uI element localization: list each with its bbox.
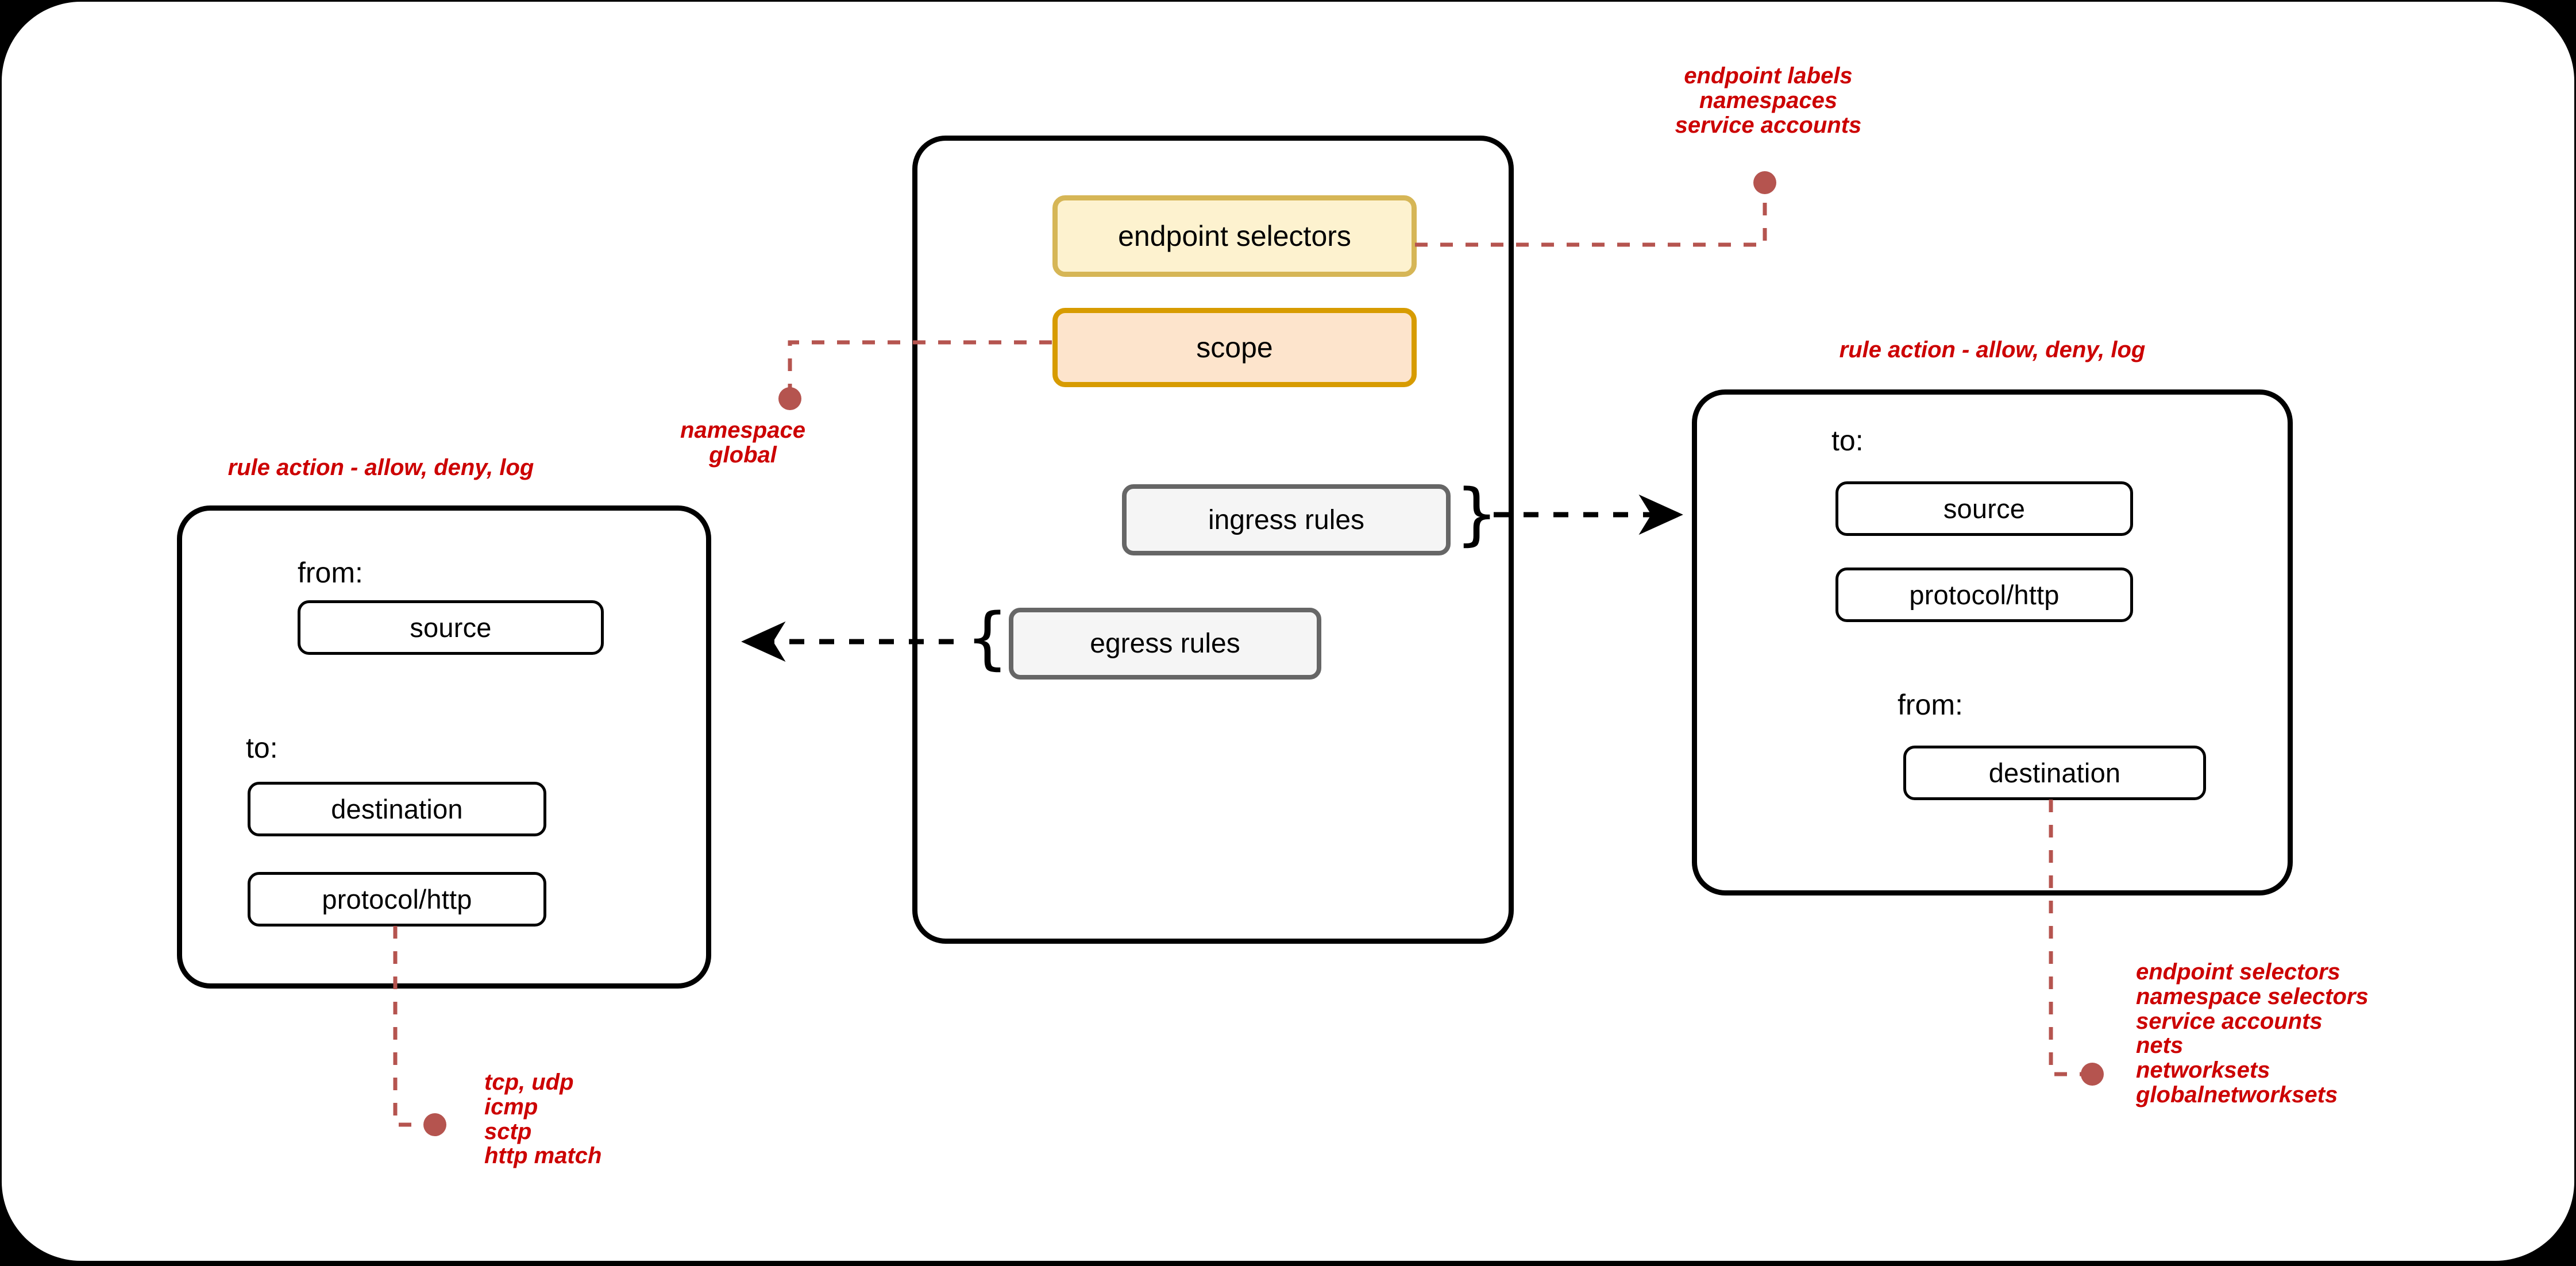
egress-brace: { [966, 598, 1009, 677]
right-protocol-node[interactable]: protocol/http [1835, 568, 2133, 622]
endpoint-selectors-annotation: endpoint labels namespaces service accou… [1675, 63, 1862, 138]
left-protocol-node[interactable]: protocol/http [248, 872, 546, 927]
scope-annotation: namespace global [680, 418, 805, 468]
destination-annotation: endpoint selectors namespace selectors s… [2136, 959, 2369, 1107]
endpoint-selectors-node[interactable]: endpoint selectors [1052, 195, 1417, 277]
ingress-rules-node[interactable]: ingress rules [1122, 484, 1451, 555]
egress-rules-node[interactable]: egress rules [1009, 608, 1321, 680]
left-source-node[interactable]: source [298, 600, 604, 655]
ingress-rule-panel [1692, 389, 2293, 896]
right-from-label: from: [1898, 689, 1963, 721]
left-to-label: to: [246, 732, 278, 764]
right-destination-node[interactable]: destination [1903, 746, 2206, 800]
protocol-annotation: tcp, udp icmp sctp http match [484, 1070, 602, 1169]
left-rule-action-annotation: rule action - allow, deny, log [227, 455, 534, 480]
right-to-label: to: [1831, 424, 1864, 457]
right-rule-action-annotation: rule action - allow, deny, log [1839, 337, 2146, 362]
left-from-label: from: [298, 557, 363, 589]
right-source-node[interactable]: source [1835, 481, 2133, 536]
ingress-brace: } [1455, 474, 1499, 553]
left-destination-node[interactable]: destination [248, 782, 546, 836]
scope-node[interactable]: scope [1052, 308, 1417, 387]
